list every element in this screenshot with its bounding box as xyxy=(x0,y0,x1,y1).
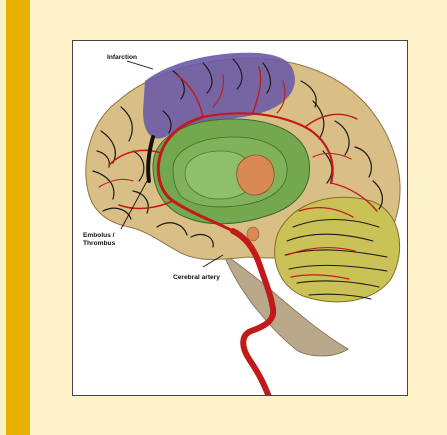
brain-diagram-panel: Infarction Embolus / Thrombus Cerebral a… xyxy=(72,40,408,396)
cerebellum xyxy=(275,197,400,302)
basal-ganglia xyxy=(237,155,274,195)
brain-diagram xyxy=(73,41,408,396)
label-embolus-line2: Thrombus xyxy=(83,240,115,248)
label-embolus-line1: Embolus / xyxy=(83,232,115,240)
accent-bar xyxy=(6,0,30,435)
small-nucleus xyxy=(247,227,259,241)
label-cerebral-artery: Cerebral artery xyxy=(173,274,220,282)
label-infarction: Infarction xyxy=(107,54,137,62)
